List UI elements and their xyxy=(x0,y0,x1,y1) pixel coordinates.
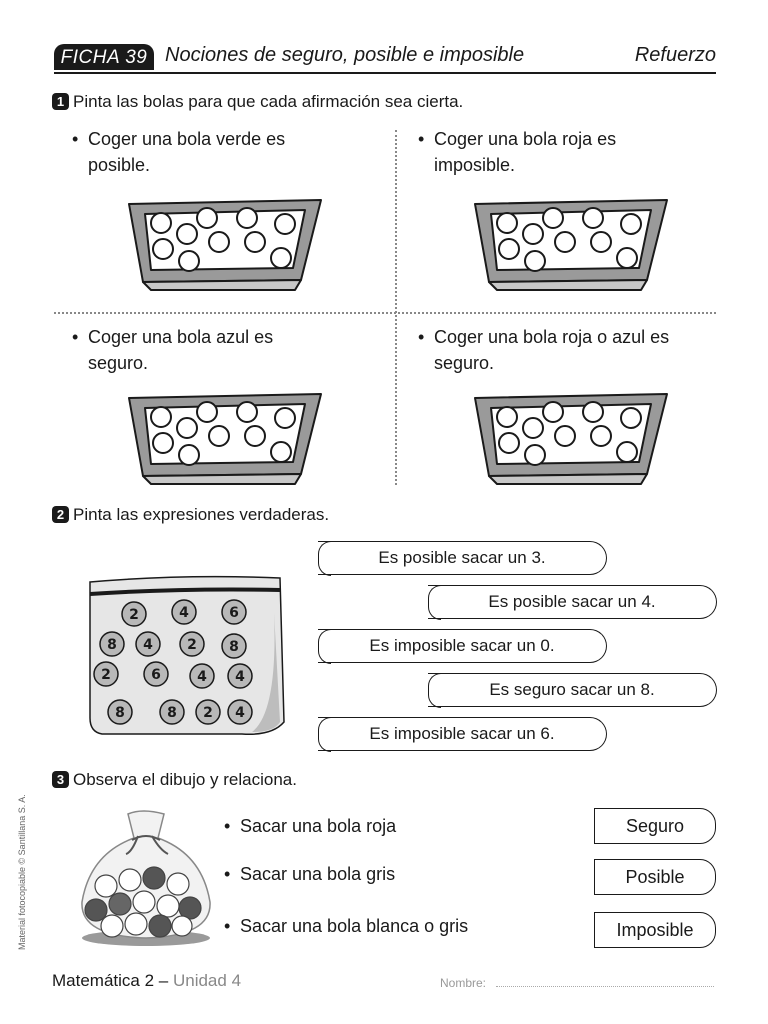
empty-balls[interactable] xyxy=(496,401,642,466)
expression-box-5[interactable]: Es imposible sacar un 6. xyxy=(318,716,607,752)
ball-number: 6 xyxy=(151,667,161,683)
ball-number: 4 xyxy=(235,669,245,685)
ball-box-1[interactable] xyxy=(125,196,325,292)
numbered-ball xyxy=(227,699,253,725)
ball-number: 2 xyxy=(187,637,197,653)
numbered-ball xyxy=(179,631,205,657)
ball-number: 4 xyxy=(143,637,153,653)
numbered-ball xyxy=(107,699,133,725)
ball-number: 2 xyxy=(129,607,139,623)
header-rule xyxy=(54,72,716,74)
relation-item-1[interactable]: •Sacar una bola roja xyxy=(224,816,397,836)
level-label: Refuerzo xyxy=(634,44,716,66)
expression-box-3[interactable]: Es imposible sacar un 0. xyxy=(318,628,607,664)
expression-box-2[interactable]: Es posible sacar un 4. xyxy=(428,584,717,620)
ball-number: 4 xyxy=(197,669,207,685)
numbered-ball xyxy=(195,699,221,725)
ball-box-4[interactable] xyxy=(471,390,671,486)
empty-balls[interactable] xyxy=(150,207,296,272)
relation-item-2[interactable]: •Sacar una bola gris xyxy=(224,864,396,884)
ball-box-2[interactable] xyxy=(471,196,671,292)
exercise-3-instruction: Observa el dibujo y relaciona. xyxy=(73,770,297,789)
vertical-separator xyxy=(395,130,397,485)
footer-subject: Matemática 2 – Unidad 4 xyxy=(52,971,242,990)
numbered-ball xyxy=(121,601,147,627)
bag-balls-color-mix xyxy=(84,866,202,938)
ball-number: 4 xyxy=(235,705,245,721)
exercise-2-number: 2 xyxy=(52,506,69,523)
ball-number: 8 xyxy=(115,705,125,721)
ball-number: 6 xyxy=(229,605,239,621)
expression-box-1[interactable]: Es posible sacar un 3. xyxy=(318,540,607,576)
numbered-ball xyxy=(189,663,215,689)
ball-number: 8 xyxy=(167,705,177,721)
ball-box-3[interactable] xyxy=(125,390,325,486)
relation-item-3[interactable]: •Sacar una bola blanca o gris xyxy=(224,916,469,936)
ball-number: 8 xyxy=(229,639,239,655)
bag-zipper xyxy=(89,587,281,596)
numbered-ball xyxy=(171,599,197,625)
numbered-ball xyxy=(221,599,247,625)
option-posible[interactable]: Posible xyxy=(594,859,716,895)
horizontal-separator xyxy=(54,312,716,314)
footer-unit: Unidad 4 xyxy=(172,971,242,990)
empty-balls[interactable] xyxy=(496,207,642,272)
ficha-badge: FICHA 39 xyxy=(54,44,154,70)
exercise-1-number: 1 xyxy=(52,93,69,110)
ball-number: 4 xyxy=(179,605,189,621)
numbered-ball xyxy=(221,633,247,659)
option-seguro[interactable]: Seguro xyxy=(594,808,716,844)
name-line[interactable] xyxy=(496,986,714,987)
ball-number: 2 xyxy=(203,705,213,721)
exercise-2-instruction: Pinta las expresiones verdaderas. xyxy=(73,505,330,524)
name-label: Nombre: xyxy=(440,976,487,990)
ball-number: 8 xyxy=(107,637,117,653)
worksheet-title: Nociones de seguro, posible e imposible xyxy=(165,44,525,66)
statement-4: •Coger una bola roja o azul es seguro. xyxy=(418,327,670,373)
expression-box-4[interactable]: Es seguro sacar un 8. xyxy=(428,672,717,708)
numbered-ball xyxy=(99,631,125,657)
numbered-ball xyxy=(143,661,169,687)
exercise-1-instruction: Pinta las bolas para que cada afirmación… xyxy=(73,92,464,111)
ball-number: 2 xyxy=(101,667,111,683)
statement-2: •Coger una bola roja es imposible. xyxy=(418,129,617,175)
statement-3: •Coger una bola azul es seguro. xyxy=(72,327,274,373)
exercise-3-number: 3 xyxy=(52,771,69,788)
numbered-ball xyxy=(135,631,161,657)
option-imposible[interactable]: Imposible xyxy=(594,912,716,948)
copyright-credit: Material fotocopiable © Santillana S. A. xyxy=(17,794,27,950)
bag-shadow xyxy=(252,612,280,732)
numbered-ball xyxy=(227,663,253,689)
bag-string xyxy=(125,835,169,855)
numbered-ball xyxy=(93,661,119,687)
drawstring-ball-bag xyxy=(81,810,211,946)
statement-1: •Coger una bola verde es posible. xyxy=(72,129,286,175)
empty-balls[interactable] xyxy=(150,401,296,466)
numbered-ball xyxy=(159,699,185,725)
